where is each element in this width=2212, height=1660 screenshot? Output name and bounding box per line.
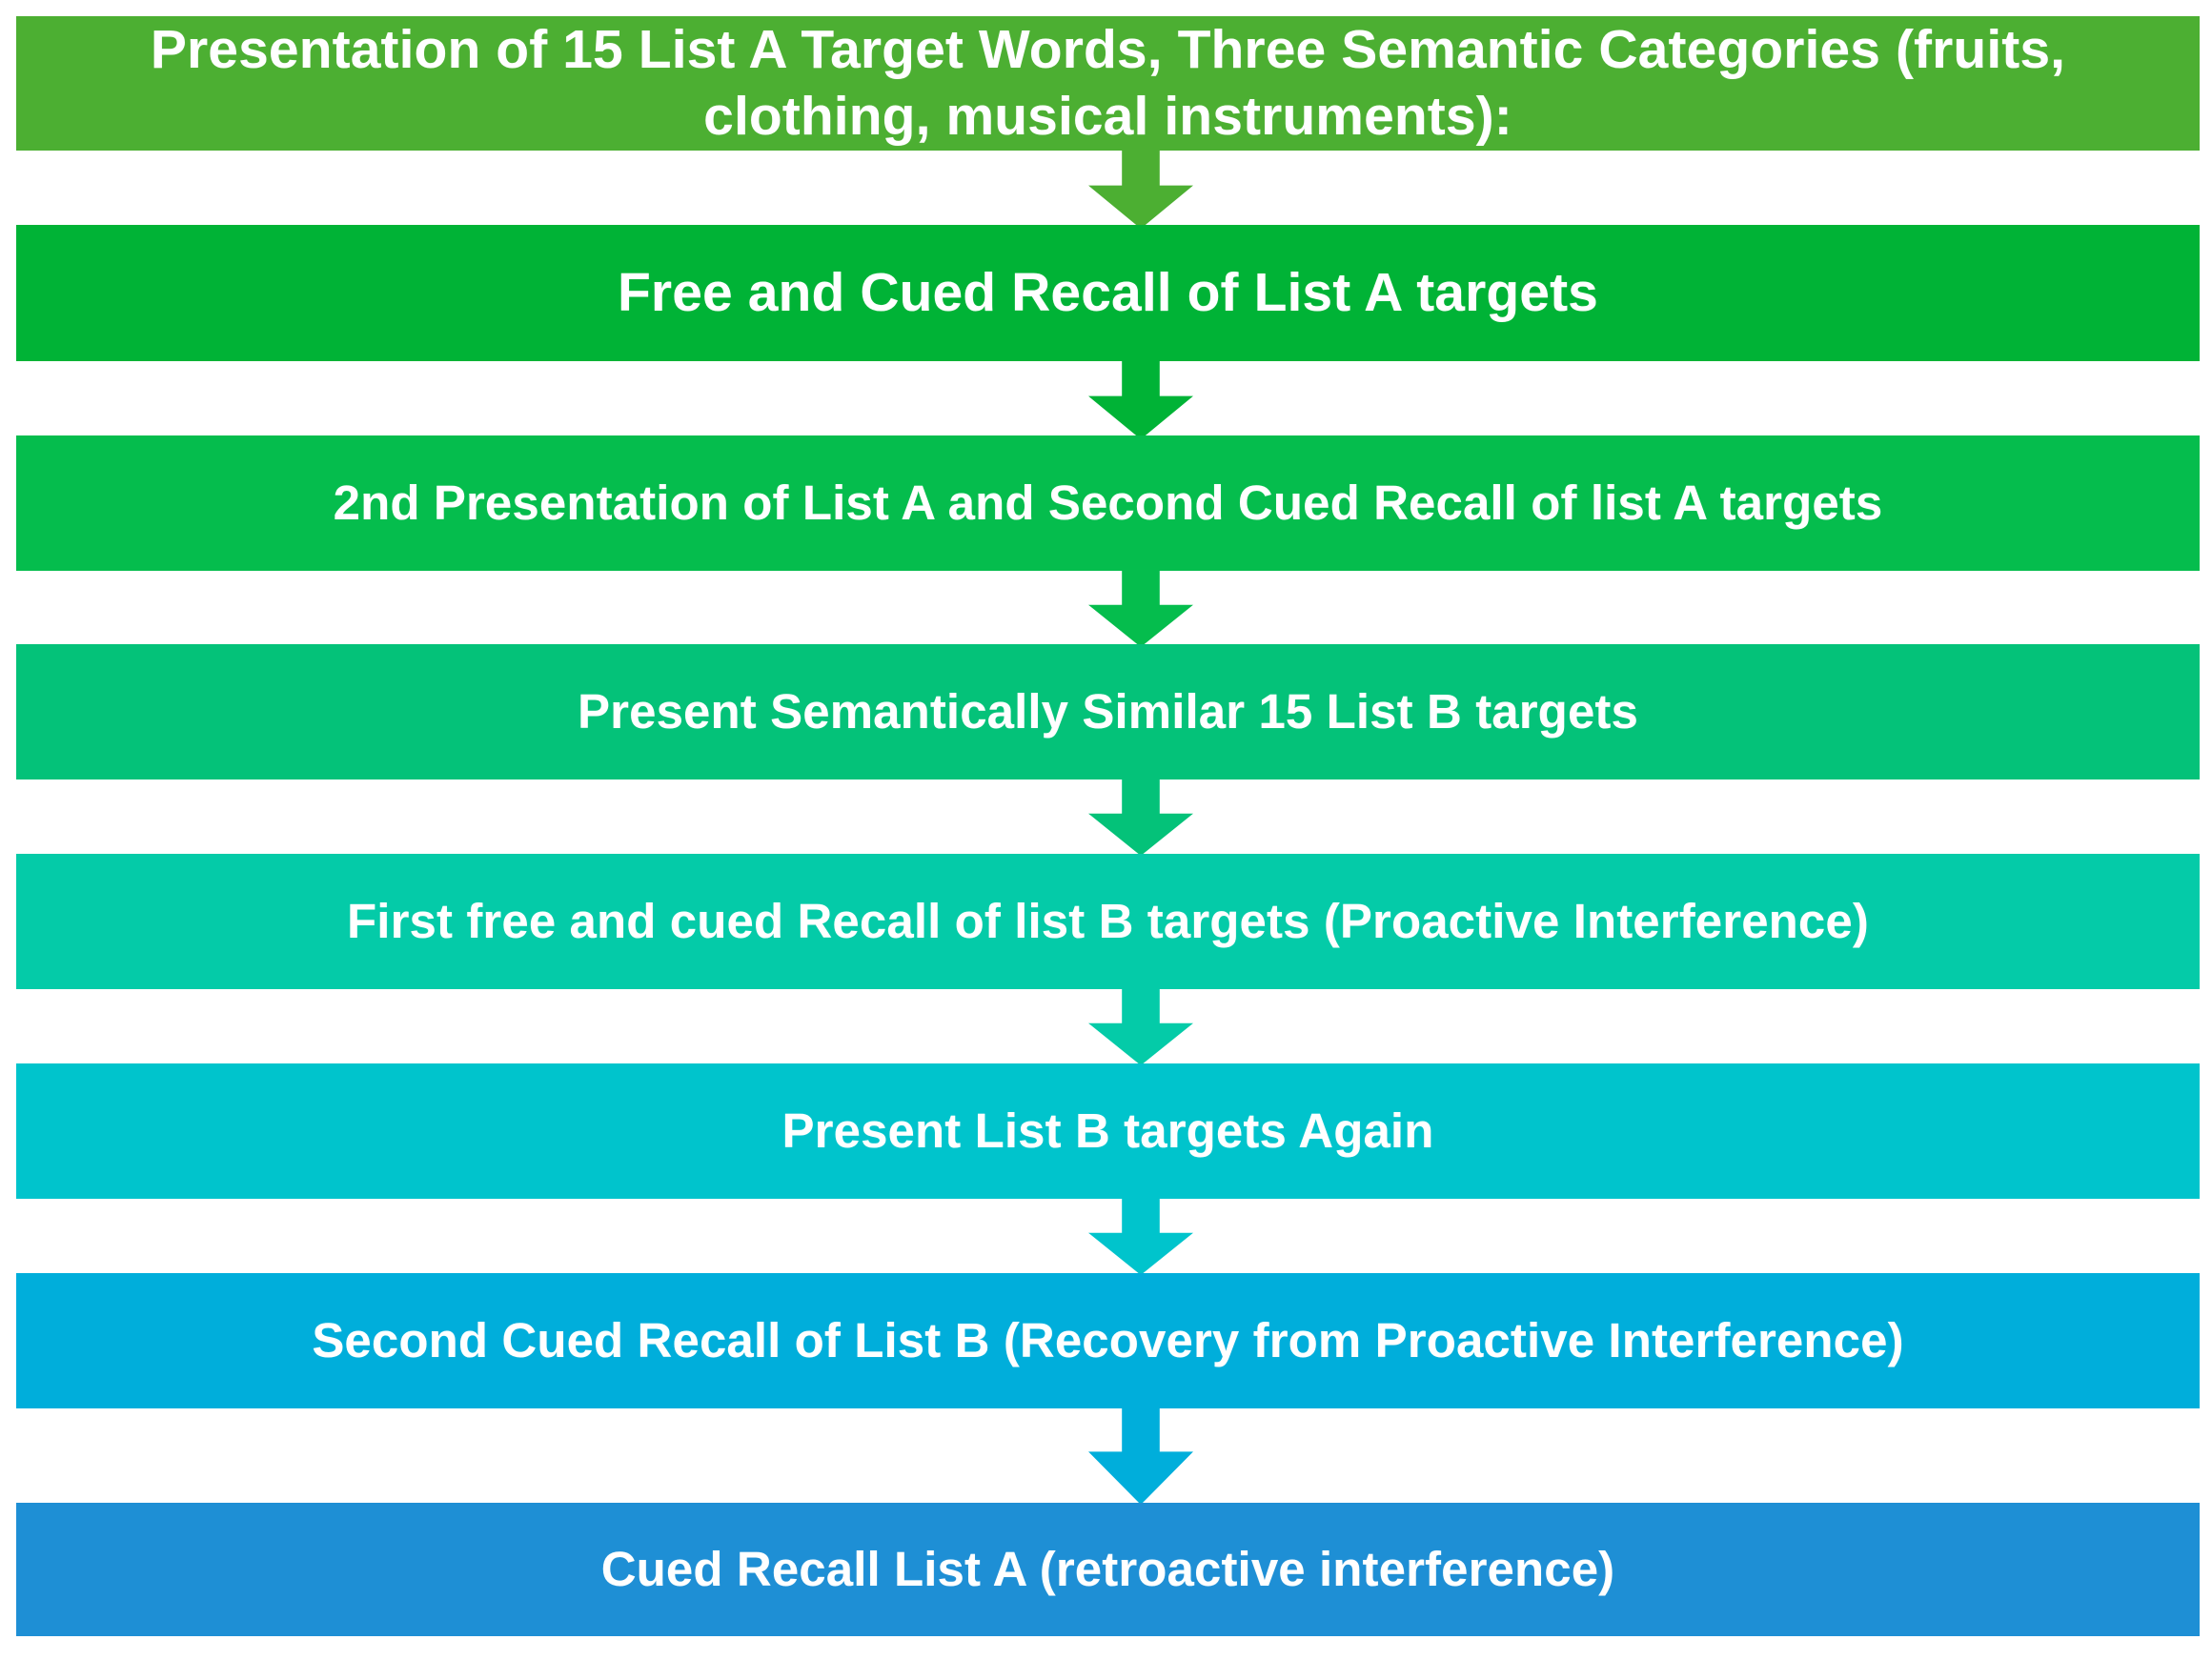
flow-step-label: Free and Cued Recall of List A targets [618, 261, 1598, 323]
arrow-down-icon [1088, 359, 1193, 439]
flow-step-label: Cued Recall List A (retroactive interfer… [600, 1541, 1615, 1596]
arrow-down-icon [1088, 149, 1193, 229]
arrow-down-icon [1088, 1197, 1193, 1275]
flow-step-label: Present Semantically Similar 15 List B t… [578, 683, 1638, 739]
flow-step-label: 2nd Presentation of List A and Second Cu… [333, 475, 1883, 530]
flow-step-second-cued-recall-list-b: Second Cued Recall of List B (Recovery f… [16, 1273, 2200, 1408]
flow-step-present-list-b: Present Semantically Similar 15 List B t… [16, 644, 2200, 779]
arrow-down-icon [1088, 1407, 1193, 1505]
flow-step-label: Presentation of 15 List A Target Words, … [150, 18, 2066, 147]
flow-step-label: Second Cued Recall of List B (Recovery f… [312, 1312, 1904, 1367]
flow-step-first-recall-list-b: First free and cued Recall of list B tar… [16, 854, 2200, 989]
flow-step-present-list-b-again: Present List B targets Again [16, 1063, 2200, 1199]
flow-step-present-list-a: Presentation of 15 List A Target Words, … [16, 16, 2200, 151]
flow-step-second-presentation-list-a: 2nd Presentation of List A and Second Cu… [16, 435, 2200, 571]
flow-step-cued-recall-list-a-retroactive: Cued Recall List A (retroactive interfer… [16, 1503, 2200, 1636]
arrow-down-icon [1088, 778, 1193, 856]
flow-step-free-cued-recall-list-a: Free and Cued Recall of List A targets [16, 225, 2200, 361]
arrow-down-icon [1088, 569, 1193, 647]
flow-step-label: First free and cued Recall of list B tar… [347, 893, 1869, 948]
arrow-down-icon [1088, 987, 1193, 1065]
flow-step-label: Present List B targets Again [781, 1103, 1434, 1158]
